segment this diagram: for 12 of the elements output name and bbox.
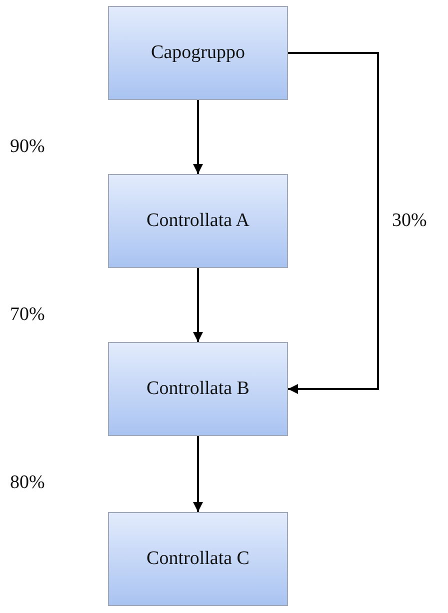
entity-box [108,512,288,606]
entity-box [108,342,288,436]
arrow [288,52,379,394]
arrow [193,268,203,342]
entity-box [108,174,288,268]
entity-name: Controllata B [146,378,250,400]
entity-name: Controllata C [146,548,250,570]
entity-name: Controllata A [146,210,250,232]
arrow [193,436,203,512]
arrow [193,100,203,174]
entity-name: Capogruppo [151,42,245,64]
entity-box [108,6,288,100]
